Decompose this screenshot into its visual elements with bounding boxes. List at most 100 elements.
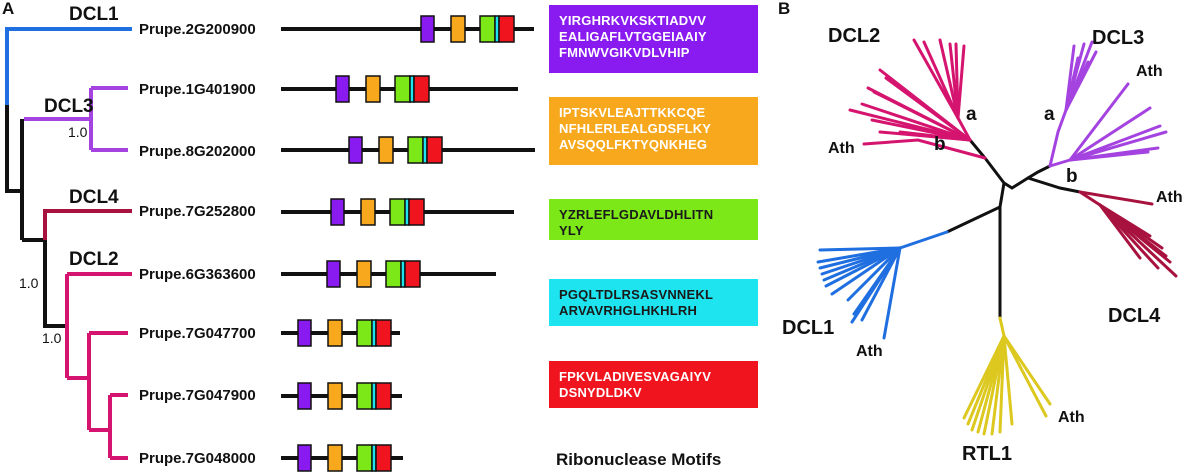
dcl1-branch <box>882 246 902 340</box>
dcl3-branch <box>1068 150 1150 162</box>
dcl4-branch <box>1078 190 1102 207</box>
motif-red-box <box>375 444 392 472</box>
dcl3-branch <box>1068 130 1168 162</box>
clade-label-dcl2: DCL2 <box>828 25 880 47</box>
motif-purple-box <box>420 15 435 43</box>
gene-label: Prupe.6G363600 <box>139 266 256 283</box>
ath-label: Ath <box>1156 189 1183 206</box>
motif-orange-box <box>327 319 343 347</box>
tree-backbone <box>968 138 1006 185</box>
motif-orange-box <box>360 198 376 226</box>
clade-label-dcl2: DCL2 <box>69 249 119 270</box>
dcl1-branch <box>846 246 902 302</box>
motif-sequence-line: PGQLTDLRSASVNNEKL <box>559 287 714 302</box>
dcl4-branch <box>1098 203 1142 260</box>
dcl2-branch <box>898 130 972 142</box>
dcl3-branch <box>1064 56 1080 112</box>
clade-label-dcl1: DCL1 <box>69 4 119 25</box>
motif-red-box <box>426 136 443 164</box>
ath-label: Ath <box>1058 409 1085 426</box>
clade-label-dcl3: DCL3 <box>1092 27 1144 49</box>
motif-orange-box <box>356 260 372 288</box>
bootstrap-value: 1.0 <box>19 275 39 291</box>
dcl1-branch <box>860 246 902 322</box>
rtl1-branch <box>998 334 1006 434</box>
gene-label: Prupe.7G252800 <box>139 203 256 220</box>
gene-structures <box>281 15 535 472</box>
motif-sequence-line: FPKVLADIVESVAGAIYV <box>559 369 712 384</box>
gene-label: Prupe.7G048000 <box>139 450 256 467</box>
motif-purple-box <box>297 382 312 410</box>
rtl1-branch <box>1002 334 1048 418</box>
motif-purple-box <box>326 260 341 288</box>
panel-a-label: A <box>2 0 14 18</box>
dcl1-branch <box>898 230 949 250</box>
motif-sequence-line: NFHLERLEALGDSFLKY <box>559 121 712 136</box>
motif-orange-box <box>365 75 381 103</box>
motif-orange-box <box>327 382 343 410</box>
branch-root <box>5 105 22 193</box>
motif-orange-box <box>327 444 343 472</box>
motif-red-box <box>408 198 425 226</box>
motif-orange-box <box>450 15 466 43</box>
motif-legend-title: Ribonuclease Motifs <box>556 450 722 469</box>
dcl3-branch <box>1048 108 1068 168</box>
motif-purple-box <box>335 75 350 103</box>
dcl3-branch <box>1068 106 1152 162</box>
ath-label: Ath <box>828 140 855 157</box>
branch-inner-3 <box>43 240 67 328</box>
motif-sequence-line: YIRGHRKVKSKTIADVV <box>559 13 707 28</box>
tree-backbone <box>1026 176 1082 194</box>
motif-red-box <box>498 15 515 43</box>
gene-label: Prupe.2G200900 <box>139 21 256 38</box>
motif-sequence-line: FMNWVGIKVDLVHIP <box>559 45 690 60</box>
motif-purple-box <box>297 444 312 472</box>
clade-label-dcl4: DCL4 <box>69 187 119 208</box>
dcl4-branch <box>1078 190 1154 206</box>
dcl1-branch <box>830 246 902 296</box>
rtl1-branch <box>1002 334 1052 406</box>
clade-label-dcl4: DCL4 <box>1108 305 1161 327</box>
motif-sequence-line: AVSQQLFKTYQNKHEG <box>559 137 708 152</box>
motif-orange-box <box>378 136 394 164</box>
dcl3-branch <box>1048 158 1072 168</box>
tree-backbone <box>1026 164 1052 180</box>
dcl2-branch <box>922 40 960 120</box>
motif-red-box <box>413 75 430 103</box>
dcl3-branch <box>1068 82 1130 162</box>
panel-b-label: B <box>778 0 790 18</box>
motif-sequence-line: EALIGAFLVTGGEIAAIY <box>559 29 707 44</box>
motif-red-box <box>375 382 392 410</box>
clade-mark-a: a <box>1044 104 1055 125</box>
dcl2-branch <box>862 138 987 160</box>
motif-sequence-line: DSNYDLDKV <box>559 385 642 400</box>
dcl4-branch <box>1098 203 1118 220</box>
tree-backbone <box>945 176 1030 234</box>
motif-red-box <box>404 260 421 288</box>
clade-mark-b: b <box>1066 166 1078 187</box>
motif-purple-box <box>330 198 345 226</box>
motif-purple-box <box>348 136 363 164</box>
motif-sequence-line: YLY <box>559 223 584 238</box>
dcl2-branch <box>884 76 972 142</box>
dcl2-branch <box>872 90 972 142</box>
gene-label: Prupe.7G047900 <box>139 387 256 404</box>
clade-label-rtl1: RTL1 <box>962 443 1012 465</box>
gene-label: Prupe.1G401900 <box>139 81 256 98</box>
motif-sequence-line: YZRLEFLGDAVLDHLITN <box>559 207 714 222</box>
dcl2-branch <box>956 116 972 142</box>
dcl2-branch <box>956 44 966 120</box>
motif-sequence-line: ARVAVRHGLHKHLRH <box>559 303 698 318</box>
motif-purple-box <box>297 319 312 347</box>
clade-mark-a: a <box>966 104 977 125</box>
dcl1-branch <box>818 246 902 252</box>
dcl1-branch <box>824 246 902 288</box>
rtl1-branch <box>1002 334 1014 426</box>
